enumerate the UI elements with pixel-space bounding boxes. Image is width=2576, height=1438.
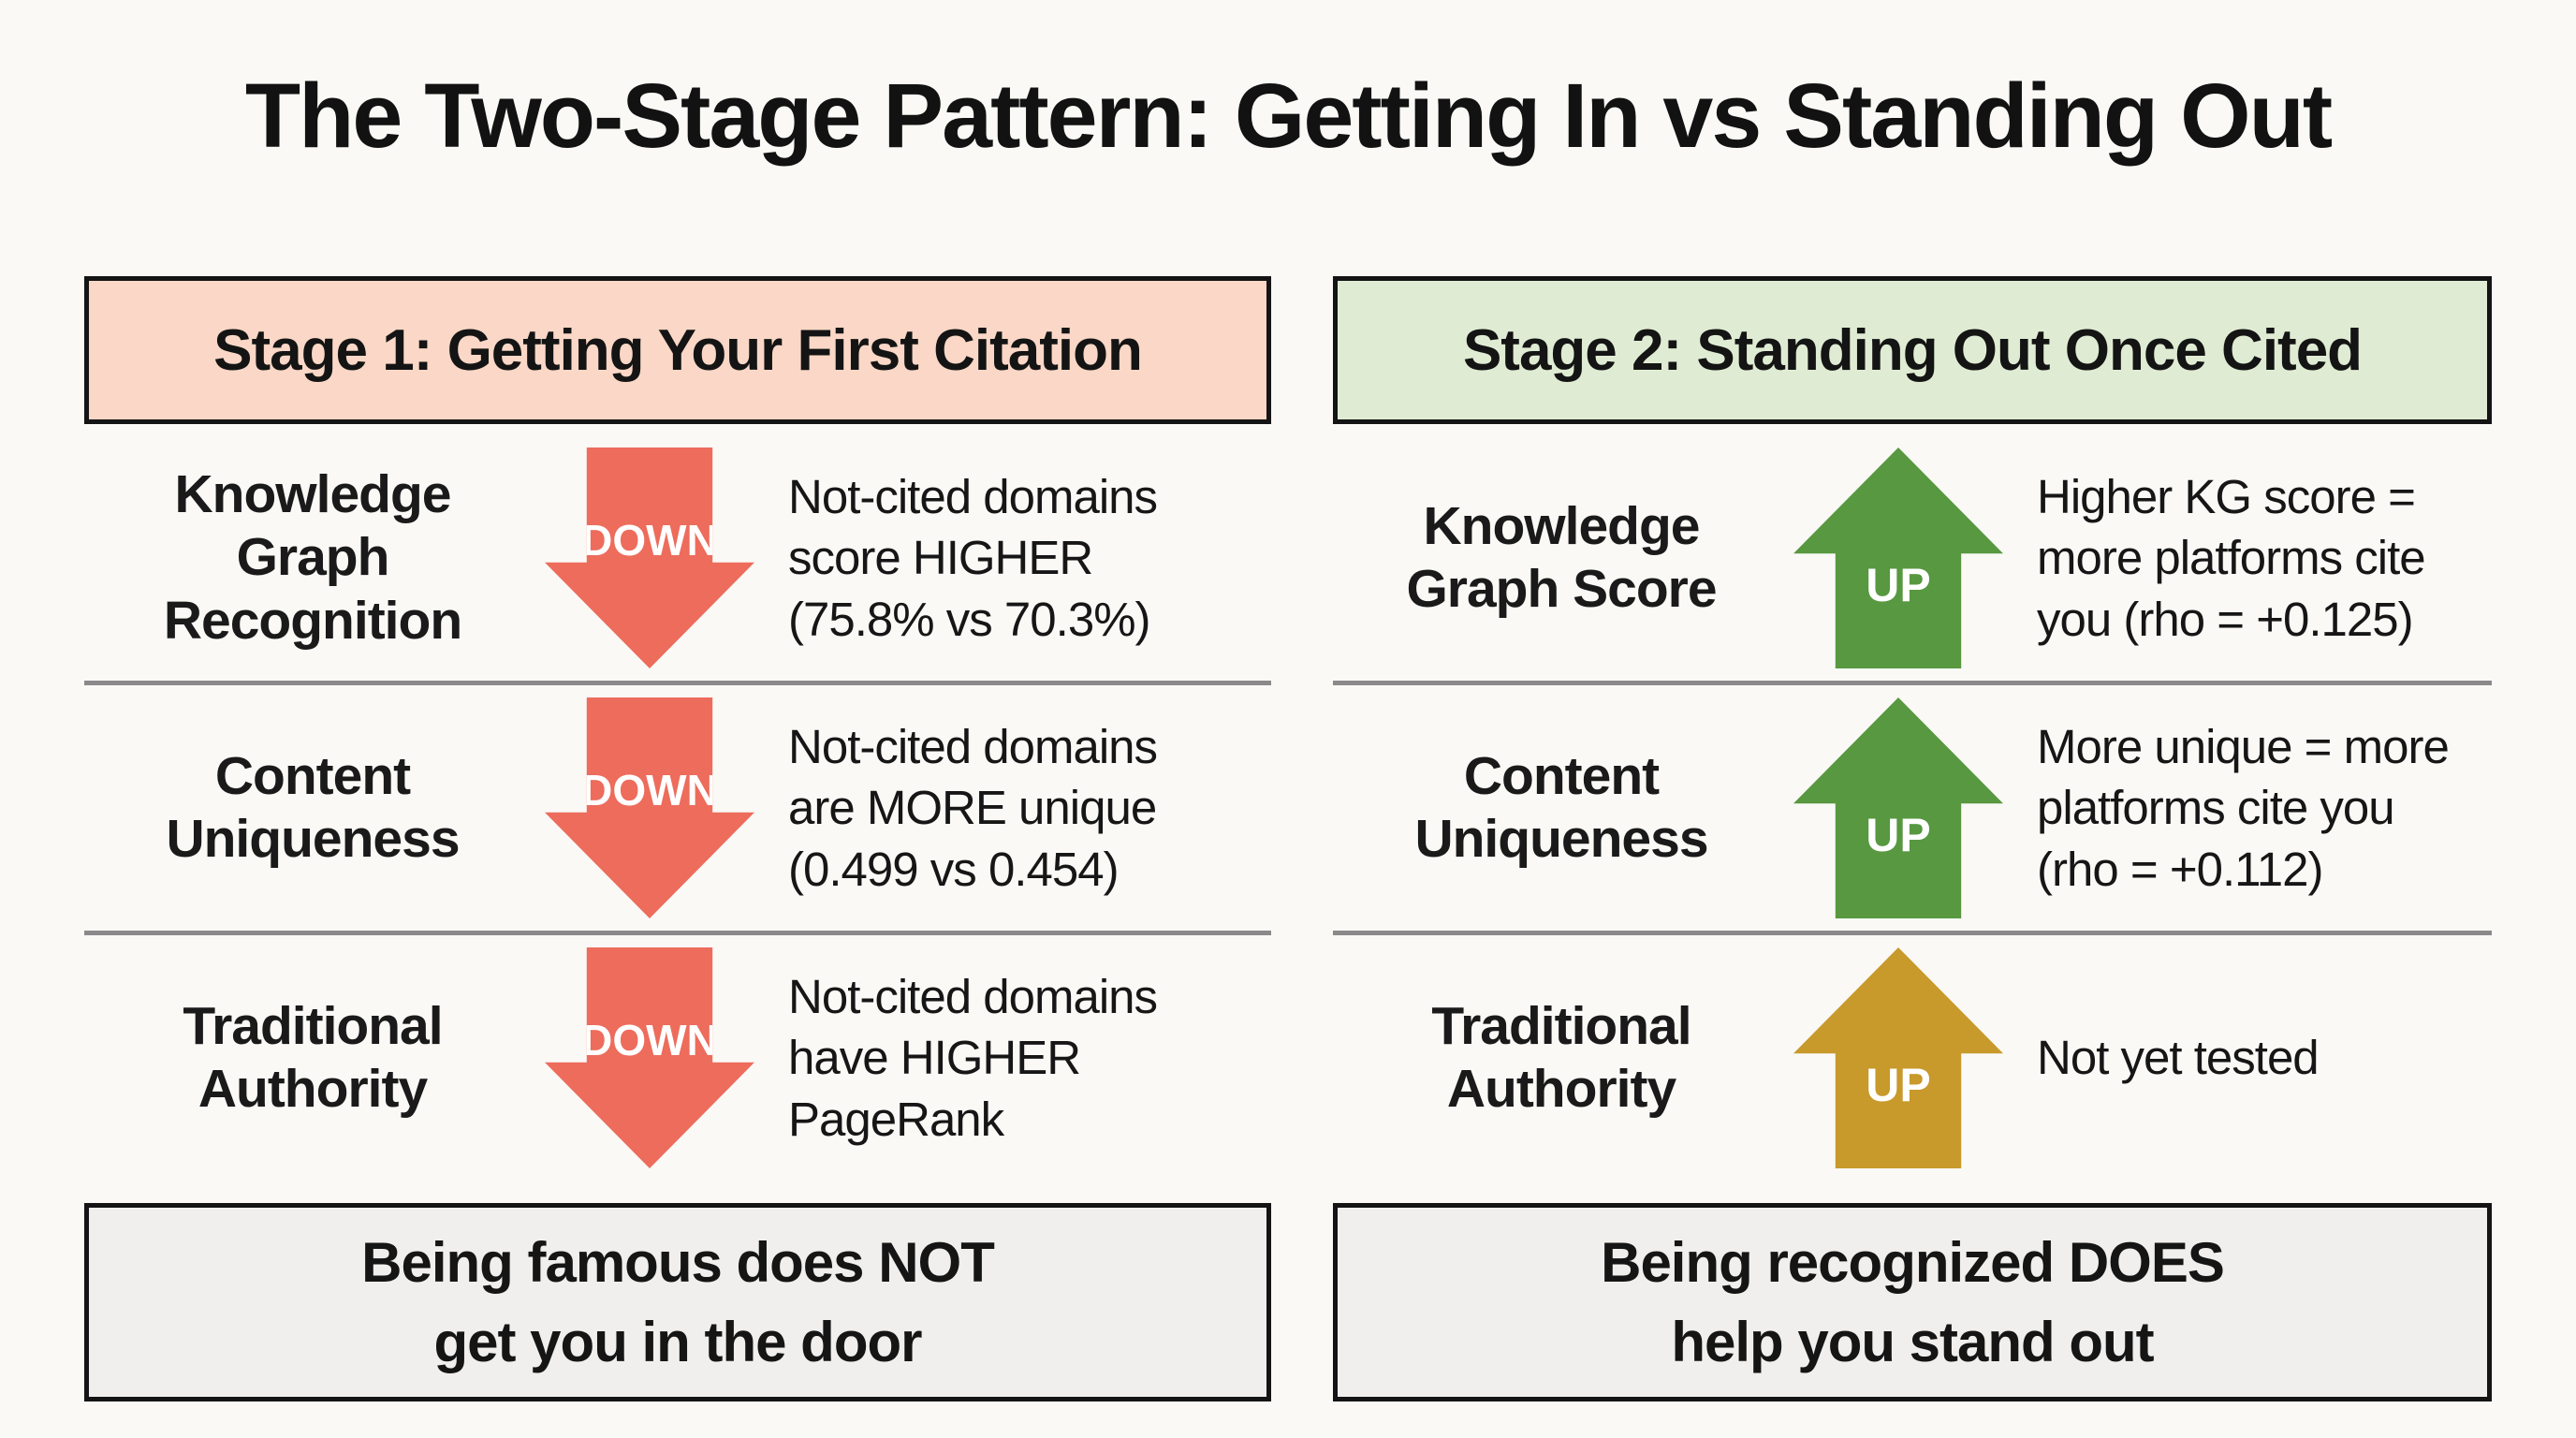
arrow-cell: DOWN [541, 947, 758, 1168]
stage1-panel: Stage 1: Getting Your First Citation Kno… [84, 276, 1271, 1401]
finding-text: Not-cited domains are MORE unique (0.499… [788, 720, 1158, 896]
stage2-header: Stage 2: Standing Out Once Cited [1333, 276, 2492, 424]
stage2-row-knowledge-graph-score: Knowledge Graph Score UP Higher KG score… [1333, 435, 2492, 681]
stage1-row-knowledge-graph-recognition: Knowledge Graph Recognition DOWN Not-cit… [84, 435, 1271, 681]
factor-label: Traditional Authority [183, 995, 443, 1119]
finding-text: Higher KG score = more platforms cite yo… [2037, 470, 2426, 646]
arrow-direction-label: UP [1866, 559, 1931, 611]
stage2-conclusion: Being recognized DOES help you stand out [1333, 1203, 2492, 1401]
finding-text: Not-cited domains score HIGHER (75.8% vs… [788, 470, 1158, 646]
arrow-cell: UP [1790, 448, 2007, 668]
arrow-direction-label: DOWN [581, 516, 718, 565]
finding-text: More unique = more platforms cite you (r… [2037, 720, 2450, 896]
arrow-cell: UP [1790, 947, 2007, 1168]
arrow-direction-label: DOWN [581, 1016, 718, 1064]
up-arrow-icon: UP [1793, 697, 2003, 918]
stage1-conclusion: Being famous does NOT get you in the doo… [84, 1203, 1271, 1401]
factor-label: Traditional Authority [1431, 995, 1691, 1119]
stage2-row-traditional-authority: Traditional Authority UP Not yet tested [1333, 931, 2492, 1181]
page-title: The Two-Stage Pattern: Getting In vs Sta… [244, 65, 2333, 167]
up-arrow-icon: UP [1793, 947, 2003, 1168]
factor-label: Content Uniqueness [1414, 745, 1708, 869]
stage1-rows: Knowledge Graph Recognition DOWN Not-cit… [84, 435, 1271, 1181]
stage1-row-content-uniqueness: Content Uniqueness DOWN Not-cited domain… [84, 681, 1271, 931]
arrow-cell: DOWN [541, 448, 758, 668]
stage2-panel: Stage 2: Standing Out Once Cited Knowled… [1333, 276, 2492, 1401]
arrow-cell: DOWN [541, 697, 758, 918]
factor-label: Knowledge Graph Recognition [163, 464, 462, 651]
arrow-direction-label: UP [1866, 809, 1931, 861]
factor-label: Knowledge Graph Score [1406, 495, 1717, 619]
up-arrow-icon: UP [1793, 448, 2003, 668]
down-arrow-icon: DOWN [545, 947, 754, 1168]
down-arrow-icon: DOWN [545, 448, 754, 668]
stage2-row-content-uniqueness: Content Uniqueness UP More unique = more… [1333, 681, 2492, 931]
down-arrow-icon: DOWN [545, 697, 754, 918]
finding-text: Not yet tested [2037, 1031, 2320, 1085]
stage2-rows: Knowledge Graph Score UP Higher KG score… [1333, 435, 2492, 1181]
arrow-direction-label: UP [1866, 1059, 1931, 1111]
stage1-row-traditional-authority: Traditional Authority DOWN Not-cited dom… [84, 931, 1271, 1181]
factor-label: Content Uniqueness [166, 745, 460, 869]
arrow-direction-label: DOWN [581, 766, 718, 814]
stage1-header: Stage 1: Getting Your First Citation [84, 276, 1271, 424]
finding-text: Not-cited domains have HIGHER PageRank [788, 970, 1158, 1146]
arrow-cell: UP [1790, 697, 2007, 918]
